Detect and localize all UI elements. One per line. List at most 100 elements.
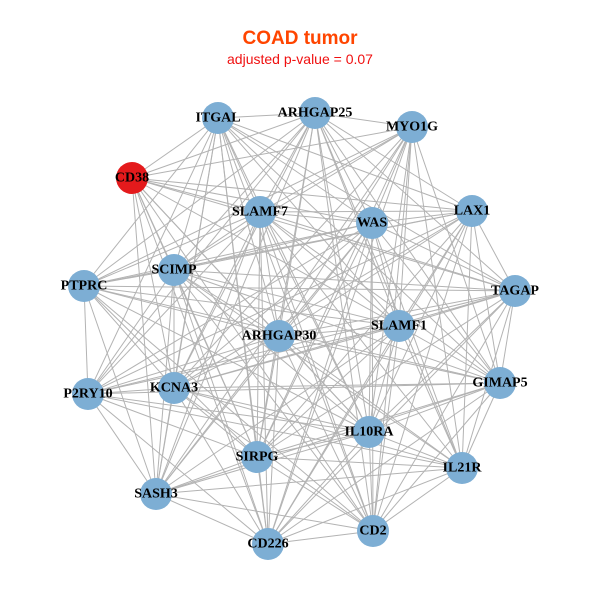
node-gimap5[interactable]: GIMAP5 (472, 367, 528, 399)
edge-ptprc-sirpg (83, 285, 258, 458)
edge-arhgap30-sirpg (256, 335, 280, 458)
edge-was-slamf1 (371, 222, 400, 327)
edge-was-scimp (173, 222, 373, 271)
edge-gimap5-sash3 (155, 382, 501, 495)
edge-myo1g-kcna3 (173, 126, 413, 389)
edge-scimp-tagap (173, 269, 516, 292)
node-circle[interactable] (299, 97, 331, 129)
node-label: SCIMP (151, 263, 197, 278)
node-circle[interactable] (116, 162, 148, 194)
node-itgal[interactable]: ITGAL (195, 102, 241, 134)
edge-slamf7-slamf1 (259, 211, 400, 327)
edge-arhgap30-p2ry10 (87, 335, 280, 395)
node-sash3[interactable]: SASH3 (134, 478, 178, 510)
node-circle[interactable] (446, 452, 478, 484)
node-p2ry10[interactable]: P2RY10 (63, 378, 113, 410)
chart-title: COAD tumor (242, 28, 358, 49)
node-circle[interactable] (357, 515, 389, 547)
node-cd226[interactable]: CD226 (247, 528, 289, 560)
edge-slamf1-kcna3 (173, 325, 400, 389)
node-circle[interactable] (158, 372, 190, 404)
node-circle[interactable] (353, 416, 385, 448)
edge-was-ptprc (83, 222, 373, 287)
node-circle[interactable] (396, 111, 428, 143)
edge-was-il10ra (368, 222, 373, 433)
edge-arhgap25-scimp (173, 112, 316, 271)
edge-cd2-cd226 (267, 530, 374, 545)
node-arhgap25[interactable]: ARHGAP25 (278, 97, 353, 129)
node-cd2[interactable]: CD2 (357, 515, 389, 547)
node-sirpg[interactable]: SIRPG (236, 441, 279, 473)
edge-scimp-il21r (173, 269, 463, 469)
edge-itgal-tagap (217, 117, 516, 292)
edge-scimp-gimap5 (173, 269, 501, 384)
node-scimp[interactable]: SCIMP (151, 254, 197, 286)
edge-slamf1-gimap5 (398, 325, 501, 384)
edge-lax1-kcna3 (173, 210, 473, 389)
edge-sash3-cd2 (155, 493, 374, 532)
edge-arhgap30-kcna3 (173, 335, 280, 389)
edge-was-cd226 (267, 222, 373, 545)
node-circle[interactable] (158, 254, 190, 286)
node-circle[interactable] (241, 441, 273, 473)
edge-was-kcna3 (173, 222, 373, 389)
edge-myo1g-il21r (411, 126, 463, 469)
node-circle[interactable] (499, 275, 531, 307)
node-lax1[interactable]: LAX1 (454, 195, 491, 227)
node-cd38[interactable]: CD38 (115, 162, 149, 194)
node-circle[interactable] (263, 320, 295, 352)
node-circle[interactable] (202, 102, 234, 134)
node-circle[interactable] (140, 478, 172, 510)
node-slamf1[interactable]: SLAMF1 (371, 310, 427, 342)
edge-itgal-arhgap30 (217, 117, 280, 337)
edge-cd38-sash3 (131, 177, 157, 495)
node-circle[interactable] (383, 310, 415, 342)
edge-myo1g-sirpg (256, 126, 413, 458)
node-ptprc[interactable]: PTPRC (61, 270, 108, 302)
node-circle[interactable] (72, 378, 104, 410)
edge-ptprc-p2ry10 (83, 285, 89, 395)
node-il21r[interactable]: IL21R (443, 452, 483, 484)
node-label: SIRPG (236, 450, 279, 465)
node-label: SASH3 (134, 487, 178, 502)
edge-slamf7-sash3 (155, 211, 261, 495)
edge-kcna3-sash3 (155, 387, 175, 495)
edge-kcna3-il21r (173, 387, 463, 469)
node-circle[interactable] (252, 528, 284, 560)
node-circle[interactable] (456, 195, 488, 227)
edge-p2ry10-il21r (87, 393, 463, 469)
edge-p2ry10-sash3 (87, 393, 157, 495)
node-myo1g[interactable]: MYO1G (386, 111, 438, 143)
node-slamf7[interactable]: SLAMF7 (232, 196, 288, 228)
edge-slamf7-arhgap30 (259, 211, 280, 337)
edge-slamf7-il21r (259, 211, 463, 469)
edge-slamf1-p2ry10 (87, 325, 400, 395)
edge-slamf1-sirpg (256, 325, 400, 458)
edge-il10ra-sirpg (256, 431, 370, 458)
edge-scimp-il10ra (173, 269, 370, 433)
edge-arhgap25-cd2 (314, 112, 374, 532)
node-was[interactable]: WAS (356, 207, 388, 239)
node-il10ra[interactable]: IL10RA (344, 416, 394, 448)
node-tagap[interactable]: TAGAP (491, 275, 539, 307)
edge-myo1g-scimp (173, 126, 413, 271)
edge-il10ra-cd2 (368, 431, 374, 532)
node-circle[interactable] (484, 367, 516, 399)
node-label: GIMAP5 (472, 376, 527, 391)
node-label: WAS (357, 216, 388, 231)
edge-was-tagap (371, 222, 516, 292)
edge-itgal-il10ra (217, 117, 370, 433)
edge-sirpg-cd2 (256, 456, 374, 532)
node-circle[interactable] (356, 207, 388, 239)
node-circle[interactable] (244, 196, 276, 228)
edge-tagap-p2ry10 (87, 290, 516, 395)
edge-was-gimap5 (371, 222, 501, 384)
node-circle[interactable] (68, 270, 100, 302)
edge-arhgap30-il21r (278, 335, 463, 469)
node-arhgap30[interactable]: ARHGAP30 (242, 320, 317, 352)
node-kcna3[interactable]: KCNA3 (150, 372, 198, 404)
edge-myo1g-was (371, 126, 413, 224)
node-label: SLAMF7 (232, 205, 288, 220)
edge-il21r-sash3 (155, 467, 463, 495)
edge-kcna3-sirpg (173, 387, 258, 458)
